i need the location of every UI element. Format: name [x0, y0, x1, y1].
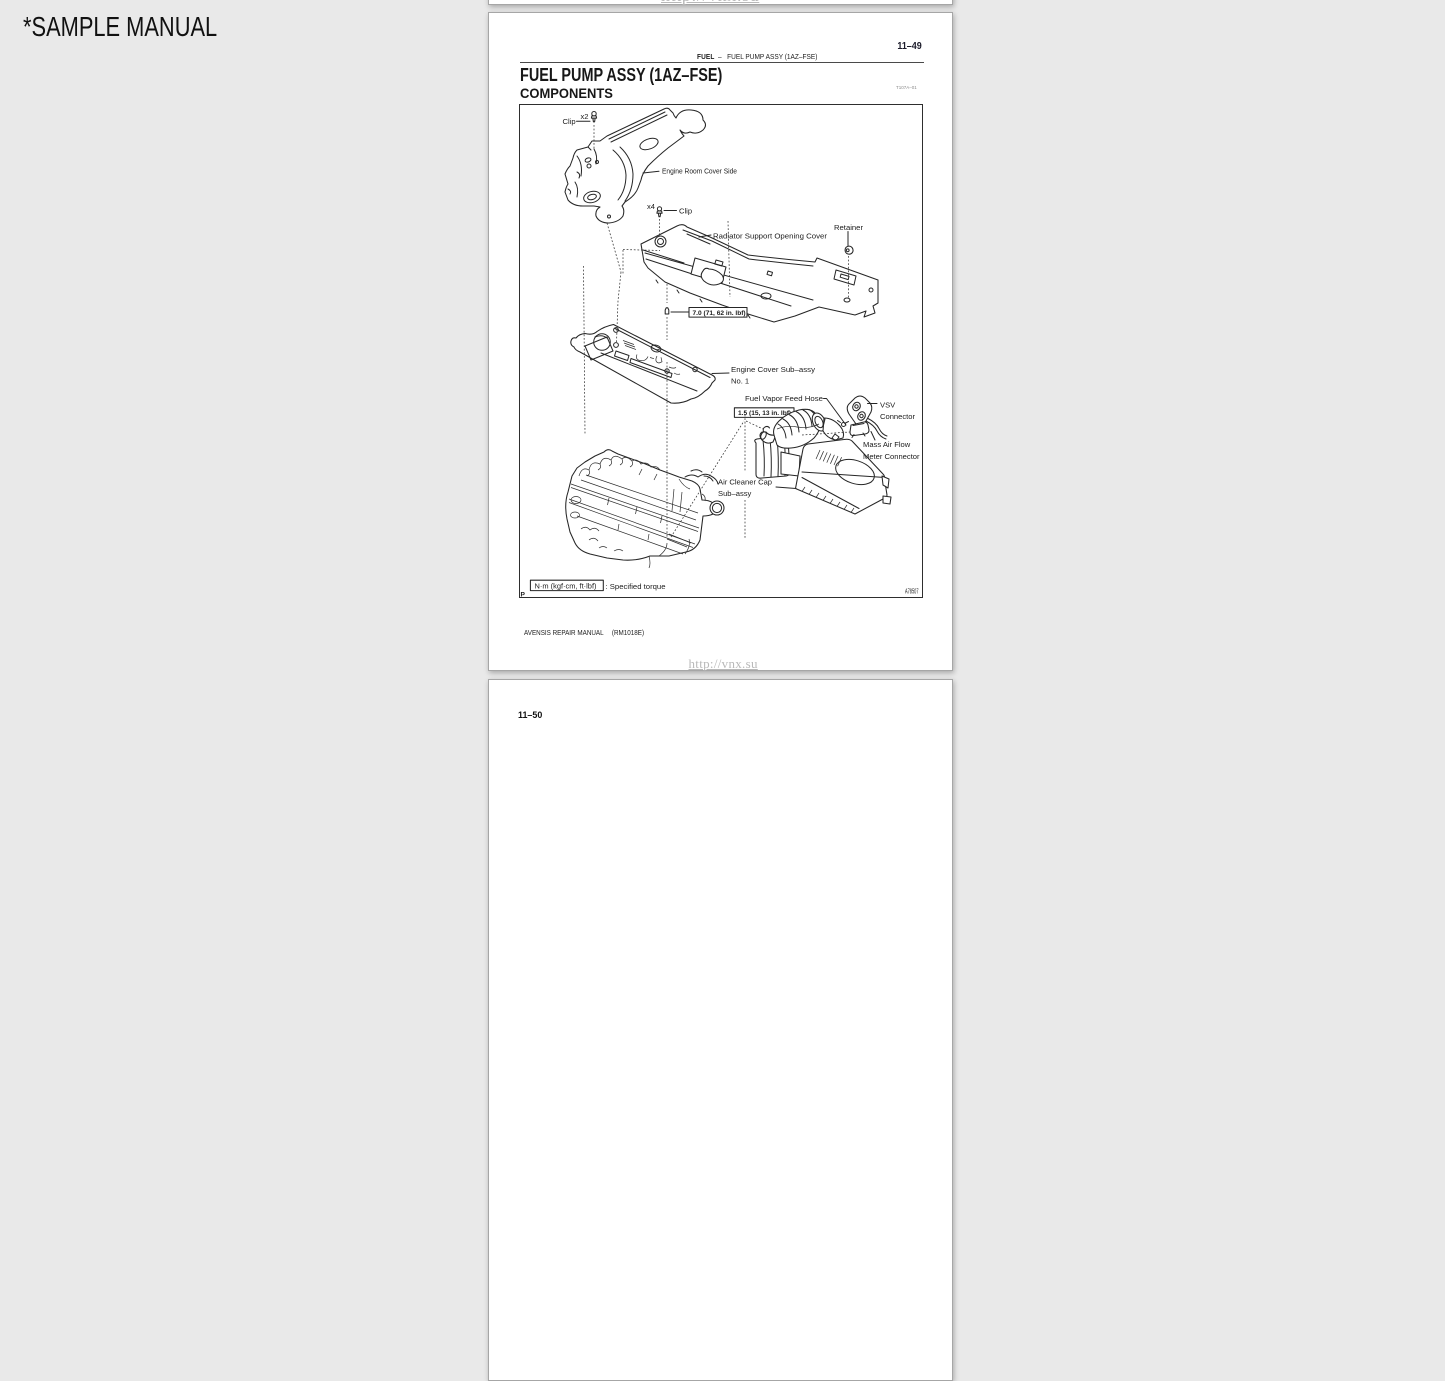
svg-text:7.0 (71, 62 in. lbf): 7.0 (71, 62 in. lbf): [693, 310, 746, 317]
svg-text:Sub–assy: Sub–assy: [718, 489, 752, 498]
svg-text:Mass Air Flow: Mass Air Flow: [863, 440, 911, 449]
svg-text:No. 1: No. 1: [731, 377, 749, 386]
svg-text:Retainer: Retainer: [834, 223, 863, 232]
svg-text:Clip: Clip: [679, 207, 692, 216]
svg-text:Engine Room Cover Side: Engine Room Cover Side: [662, 167, 737, 176]
svg-text:Meter Connector: Meter Connector: [863, 452, 920, 461]
svg-text:: Specified torque: : Specified torque: [606, 582, 666, 591]
svg-text:P: P: [521, 591, 526, 598]
svg-text:N·m (kgf·cm, ft·lbf): N·m (kgf·cm, ft·lbf): [535, 582, 597, 591]
svg-text:1.5 (15, 13 in. lbf): 1.5 (15, 13 in. lbf): [738, 410, 791, 417]
svg-text:Fuel Vapor Feed Hose: Fuel Vapor Feed Hose: [745, 394, 823, 403]
svg-text:Clip: Clip: [563, 117, 576, 126]
svg-text:Connector: Connector: [880, 412, 916, 421]
svg-text:Air Cleaner Cap: Air Cleaner Cap: [718, 478, 772, 487]
svg-text:Radiator Support Opening Cover: Radiator Support Opening Cover: [713, 232, 827, 241]
svg-text:Engine Cover Sub–assy: Engine Cover Sub–assy: [731, 365, 815, 374]
svg-text:A78507: A78507: [905, 586, 919, 595]
svg-text:x2: x2: [581, 112, 589, 121]
svg-text:x4: x4: [647, 202, 655, 211]
svg-text:VSV: VSV: [880, 401, 896, 410]
